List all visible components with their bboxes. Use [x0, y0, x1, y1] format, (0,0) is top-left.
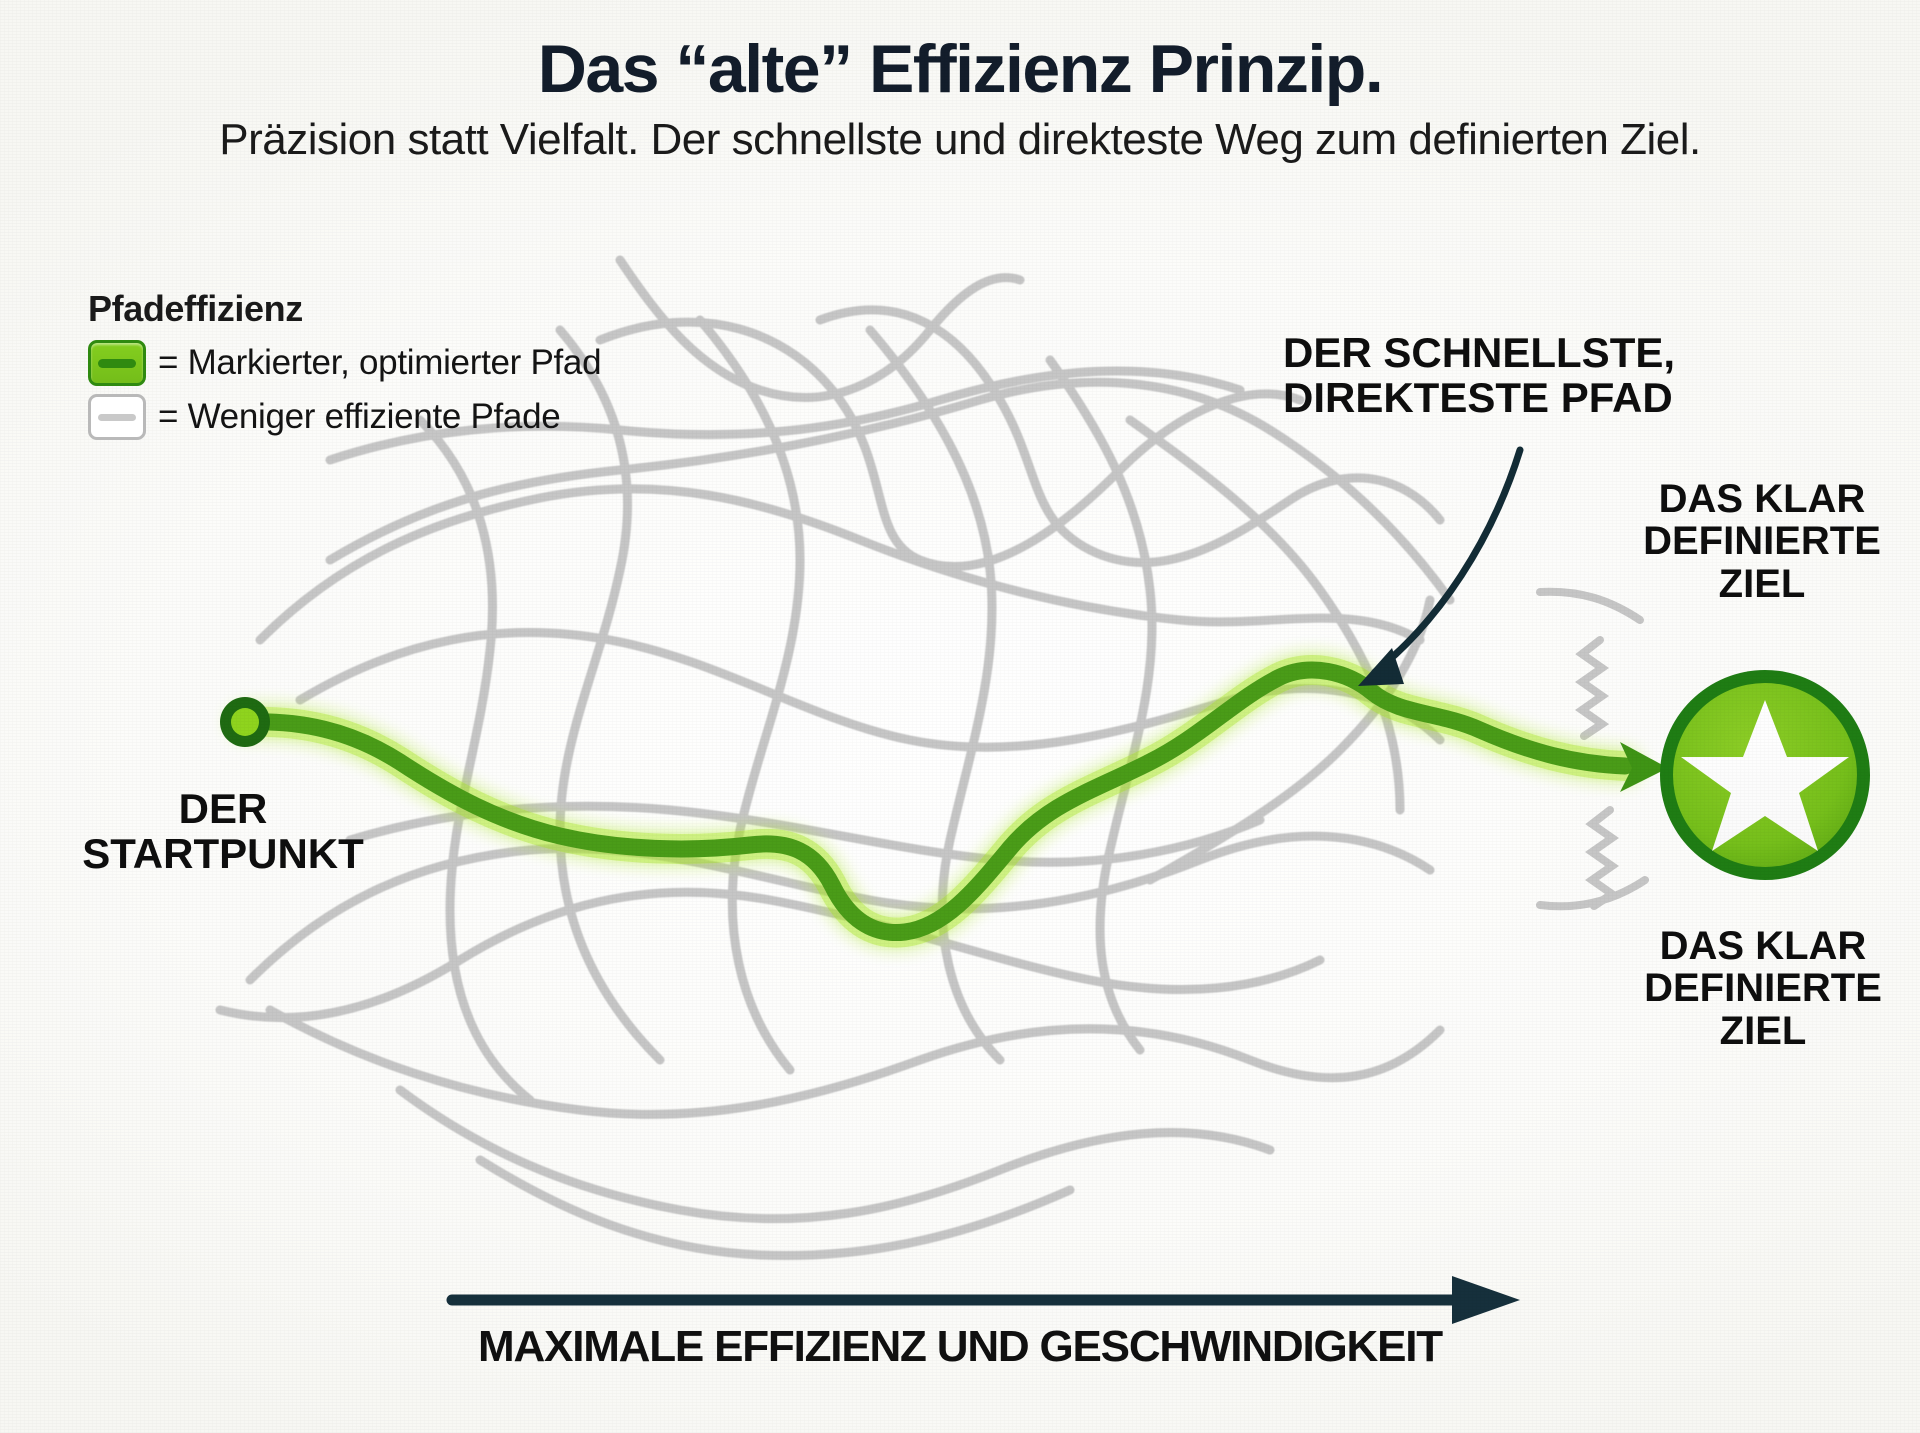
optimized-path-arrowhead: [1620, 742, 1668, 792]
dash-glyph: [98, 359, 136, 368]
header: Das “alte” Effizienz Prinzip. Präzision …: [0, 31, 1920, 165]
legend-item-label: = Weniger effiziente Pfade: [158, 397, 561, 436]
axis-label: MAXIMALE EFFIZIENZ UND GESCHWINDIGKEIT: [478, 1322, 1443, 1371]
optimized-path[interactable]: [236, 661, 1634, 942]
legend-item-label: = Markierter, optimierter Pfad: [158, 343, 602, 382]
page-subtitle: Präzision statt Vielfalt. Der schnellste…: [219, 115, 1701, 165]
annotation-goal-bottom: DAS KLAR DEFINIERTE ZIEL: [1644, 924, 1882, 1053]
legend: Pfadeffizienz = Markierter, optimierter …: [88, 288, 602, 440]
star-icon: [1681, 700, 1849, 851]
legend-title: Pfadeffizienz: [88, 288, 303, 329]
inefficient-paths-group: [215, 255, 1455, 1261]
target-goal-marker[interactable]: [1660, 670, 1870, 880]
frayed-path-ends: [1536, 587, 1649, 911]
efficiency-axis-arrow: [446, 1276, 1520, 1324]
callout-arrow: [1358, 446, 1524, 686]
annotation-start-point: DER STARTPUNKT: [82, 785, 364, 877]
legend-item-inefficient-paths[interactable]: = Weniger effiziente Pfade: [88, 394, 601, 440]
annotation-fastest-path: DER SCHNELLSTE, DIREKTESTE PFAD: [1283, 329, 1676, 421]
page-title: Das “alte” Effizienz Prinzip.: [537, 31, 1384, 107]
annotation-goal-top: DAS KLAR DEFINIERTE ZIEL: [1643, 477, 1881, 606]
grey-dash-swatch: [88, 394, 146, 440]
legend-item-optimized-path[interactable]: = Markierter, optimierter Pfad: [88, 340, 602, 386]
start-point-marker[interactable]: [220, 697, 270, 747]
green-dash-swatch: [88, 340, 146, 386]
dash-glyph: [98, 414, 136, 421]
